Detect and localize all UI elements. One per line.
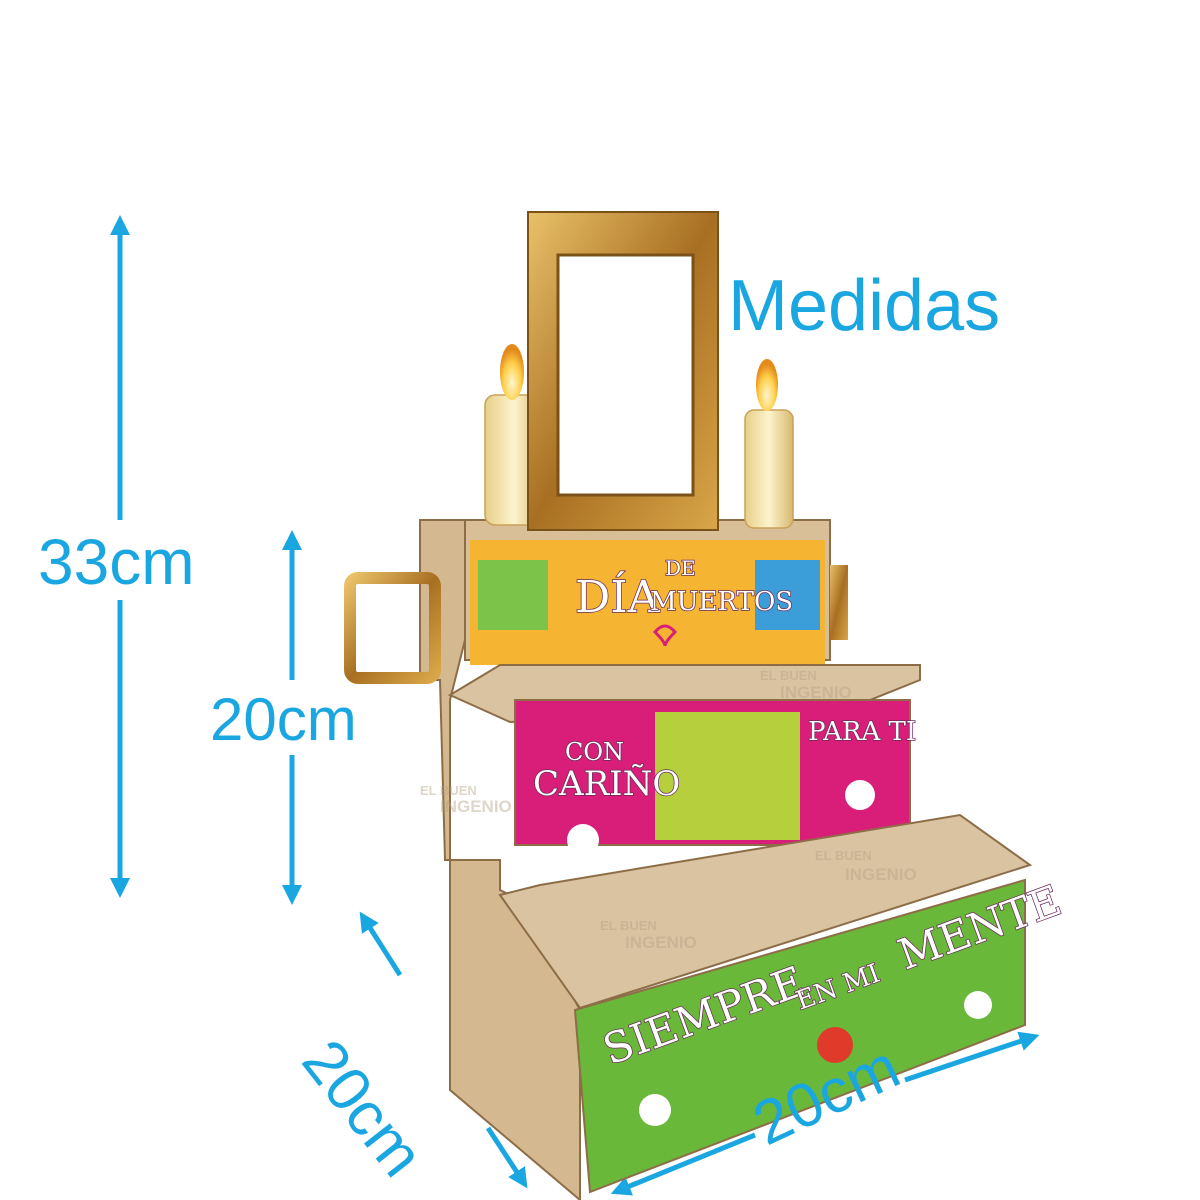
right-candle — [744, 409, 794, 529]
watermark-line2: INGENIO — [845, 865, 917, 884]
width-arrow-left — [610, 1132, 756, 1196]
marigold-flower-icon — [817, 1027, 853, 1063]
depth-arrow-top — [359, 911, 403, 977]
banner-top-line3: MUERTOS — [650, 587, 793, 617]
step-height-label: 20cm — [210, 686, 357, 753]
photo-frame-opening — [556, 253, 695, 497]
watermark-line2: INGENIO — [780, 683, 852, 702]
watermark-line2: INGENIO — [440, 797, 512, 816]
banner-top-line2: DE — [665, 556, 696, 580]
watermarks: EL BUEN INGENIO EL BUEN INGENIO EL BUEN … — [420, 668, 917, 952]
right-flame-icon — [756, 359, 778, 411]
sugar-skull-icon — [964, 991, 992, 1019]
dimension-arrows — [110, 215, 1040, 1196]
photo-frame — [527, 211, 719, 531]
bottom-banner — [573, 878, 1026, 1194]
papel-picado-blue — [755, 560, 820, 630]
left-side-frame — [344, 572, 441, 684]
papel-picado-green — [478, 560, 548, 630]
papel-picado-yellow — [655, 712, 800, 840]
watermark-line1: EL BUEN — [420, 783, 477, 798]
width-arrow-right — [904, 1031, 1040, 1083]
banner-middle-left2: CARIÑO — [533, 763, 680, 804]
watermark-line2: INGENIO — [625, 933, 697, 952]
sugar-skull-icon — [845, 780, 875, 810]
banner-middle-right: PARA TI — [808, 717, 916, 747]
altar: DÍA DE MUERTOS CON CARIÑO PARA TI SIEMPR… — [344, 519, 1068, 1200]
banner-top-line1: DÍA — [575, 570, 661, 623]
title-medidas: Medidas — [728, 266, 1001, 346]
depth-arrow-bottom — [485, 1126, 528, 1189]
watermark-line1: EL BUEN — [600, 918, 657, 933]
watermark-line1: EL BUEN — [760, 668, 817, 683]
lower-step-top — [498, 813, 1033, 1010]
watermark-line1: EL BUEN — [815, 848, 872, 863]
sugar-skull-icon — [639, 1094, 671, 1126]
banner-middle-left1: CON — [565, 738, 624, 766]
left-flame-icon — [500, 344, 524, 400]
right-side-frame — [830, 565, 848, 640]
sugar-skull-icon — [567, 824, 599, 856]
total-height-label: 33cm — [38, 526, 195, 598]
